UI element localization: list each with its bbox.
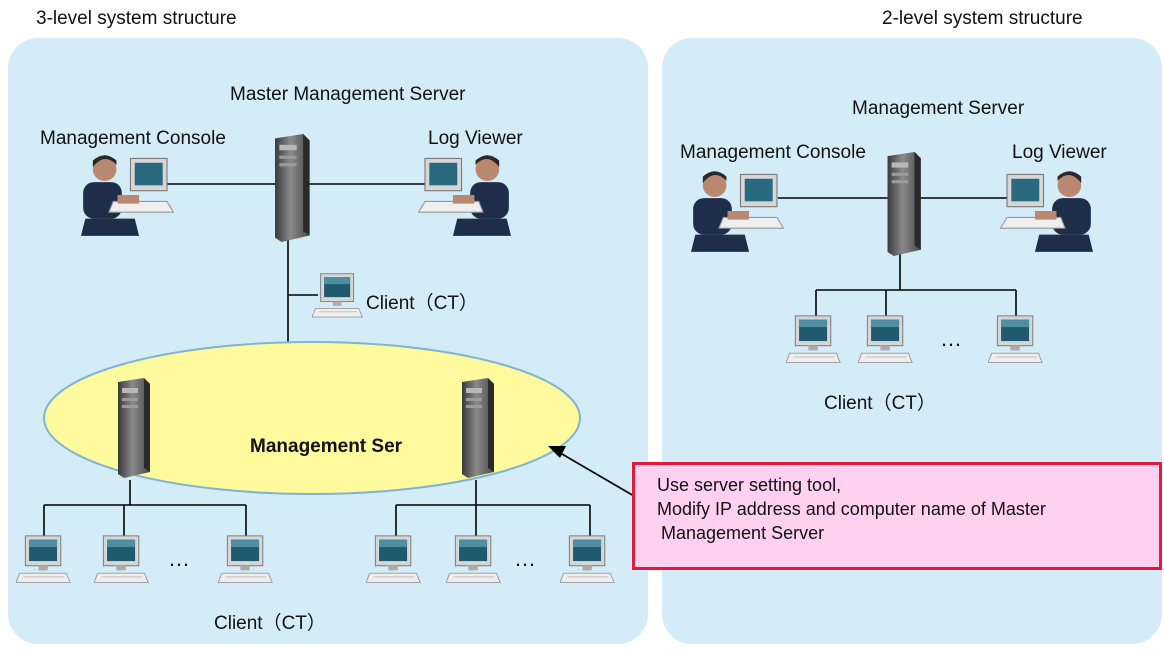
callout-note: Use server setting tool, Modify IP addre… bbox=[632, 462, 1162, 570]
log-viewer-label-2: Log Viewer bbox=[1012, 142, 1107, 163]
client-pc-icon bbox=[218, 535, 273, 583]
management-server-icon-right bbox=[462, 378, 494, 478]
management-console-icon-2 bbox=[690, 170, 784, 253]
left-heading: 3-level system structure bbox=[36, 8, 237, 29]
client-label-top: Client（CT） bbox=[366, 293, 478, 314]
console-label-2: Management Console bbox=[680, 142, 866, 163]
management-server-group bbox=[43, 341, 581, 495]
callout-line-2: Modify IP address and computer name of M… bbox=[657, 499, 1046, 519]
client-pc-icon bbox=[312, 273, 363, 318]
client-pc-icon bbox=[858, 315, 913, 363]
management-server-icon-left bbox=[118, 378, 150, 478]
log-viewer-label: Log Viewer bbox=[428, 128, 523, 149]
console-label: Management Console bbox=[40, 128, 226, 149]
server-label-2: Management Server bbox=[852, 98, 1025, 119]
log-viewer-icon-2 bbox=[1001, 171, 1093, 252]
ellipsis: … bbox=[514, 546, 536, 571]
arrow-head-icon bbox=[548, 446, 566, 458]
right-heading: 2-level system structure bbox=[882, 8, 1083, 29]
client-label-2: Client（CT） bbox=[824, 393, 936, 414]
callout-arrow bbox=[561, 453, 635, 497]
management-server-label: Management Ser bbox=[250, 436, 403, 457]
client-pc-icon bbox=[560, 535, 615, 583]
client-pc-icon bbox=[446, 535, 501, 583]
client-pc-icon bbox=[366, 535, 421, 583]
master-server-label: Master Management Server bbox=[230, 84, 466, 105]
client-label-bottom: Client（CT） bbox=[214, 613, 326, 634]
client-pc-icon bbox=[786, 315, 841, 363]
callout-line-1: Use server setting tool, bbox=[657, 475, 842, 495]
master-server-icon bbox=[275, 134, 310, 242]
client-pc-icon bbox=[16, 535, 71, 583]
ellipsis: … bbox=[940, 326, 962, 351]
log-viewer-icon bbox=[419, 155, 511, 236]
ellipsis: … bbox=[168, 546, 190, 571]
client-pc-icon bbox=[94, 535, 149, 583]
management-console-icon bbox=[80, 154, 174, 237]
callout-line-3: Management Server bbox=[661, 523, 825, 543]
client-pc-icon bbox=[988, 315, 1043, 363]
management-server-icon-2 bbox=[887, 152, 921, 256]
